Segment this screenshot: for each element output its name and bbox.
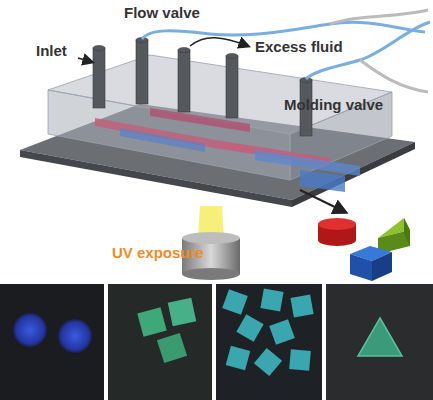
part-label: Molding valve — [284, 96, 383, 114]
part-label: Inlet — [36, 42, 67, 60]
part-label: Excess fluid — [255, 38, 343, 56]
part-label: UV exposure — [112, 244, 204, 262]
part-label: Flow valve — [124, 4, 200, 22]
